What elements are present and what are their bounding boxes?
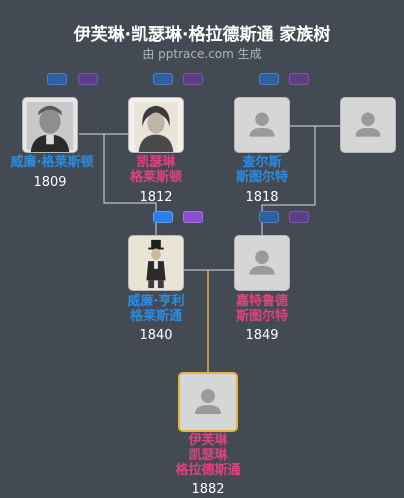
paternal-line-toggle[interactable] [259,73,279,85]
portrait-photo-icon [129,236,183,290]
person-name-gertrude: 嘉特鲁德 斯图尔特 [235,294,288,324]
person-photo-william-ewart[interactable] [22,97,78,153]
person-birth-year: 1849 [245,328,279,343]
person-photo-catherine[interactable] [128,97,184,153]
placeholder-avatar-icon [341,98,395,152]
person-birth-year: 1812 [139,190,173,205]
person-name-charles-stuart: 查尔斯 斯图尔特 [235,155,288,185]
person-birth-year: 1882 [191,482,225,497]
person-photo-gertrude[interactable] [234,235,290,291]
paternal-line-toggle[interactable] [153,211,173,223]
page-title: 伊芙琳·凯瑟琳·格拉德斯通 家族树 [73,25,331,45]
person-name-william-ewart: 威廉·格莱斯顿 [10,155,94,170]
person-birth-year: 1818 [245,190,279,205]
placeholder-avatar-icon [235,98,289,152]
page-subtitle: 由 pptrace.com 生成 [142,47,262,61]
person-photo-unknown[interactable] [340,97,396,153]
person-birth-year: 1840 [139,328,173,343]
portrait-photo-icon [129,98,183,152]
placeholder-avatar-icon [235,236,289,290]
person-name-william-henry: 威廉·亨利 格莱斯通 [127,294,185,324]
maternal-line-toggle[interactable] [78,73,98,85]
maternal-line-toggle[interactable] [289,73,309,85]
maternal-line-toggle[interactable] [183,73,203,85]
person-photo-charles-stuart[interactable] [234,97,290,153]
maternal-line-toggle[interactable] [289,211,309,223]
person-name-catherine: 凯瑟琳 格莱斯顿 [129,155,182,185]
paternal-line-toggle[interactable] [259,211,279,223]
person-name-evelyn: 伊芙琳 凯瑟琳 格拉德斯通 [175,433,241,478]
placeholder-avatar-icon [180,374,236,430]
person-photo-william-henry[interactable] [128,235,184,291]
maternal-line-toggle[interactable] [183,211,203,223]
paternal-line-toggle[interactable] [153,73,173,85]
person-photo-evelyn[interactable] [178,372,238,432]
portrait-photo-icon [23,98,77,152]
person-birth-year: 1809 [33,175,67,190]
paternal-line-toggle[interactable] [47,73,67,85]
